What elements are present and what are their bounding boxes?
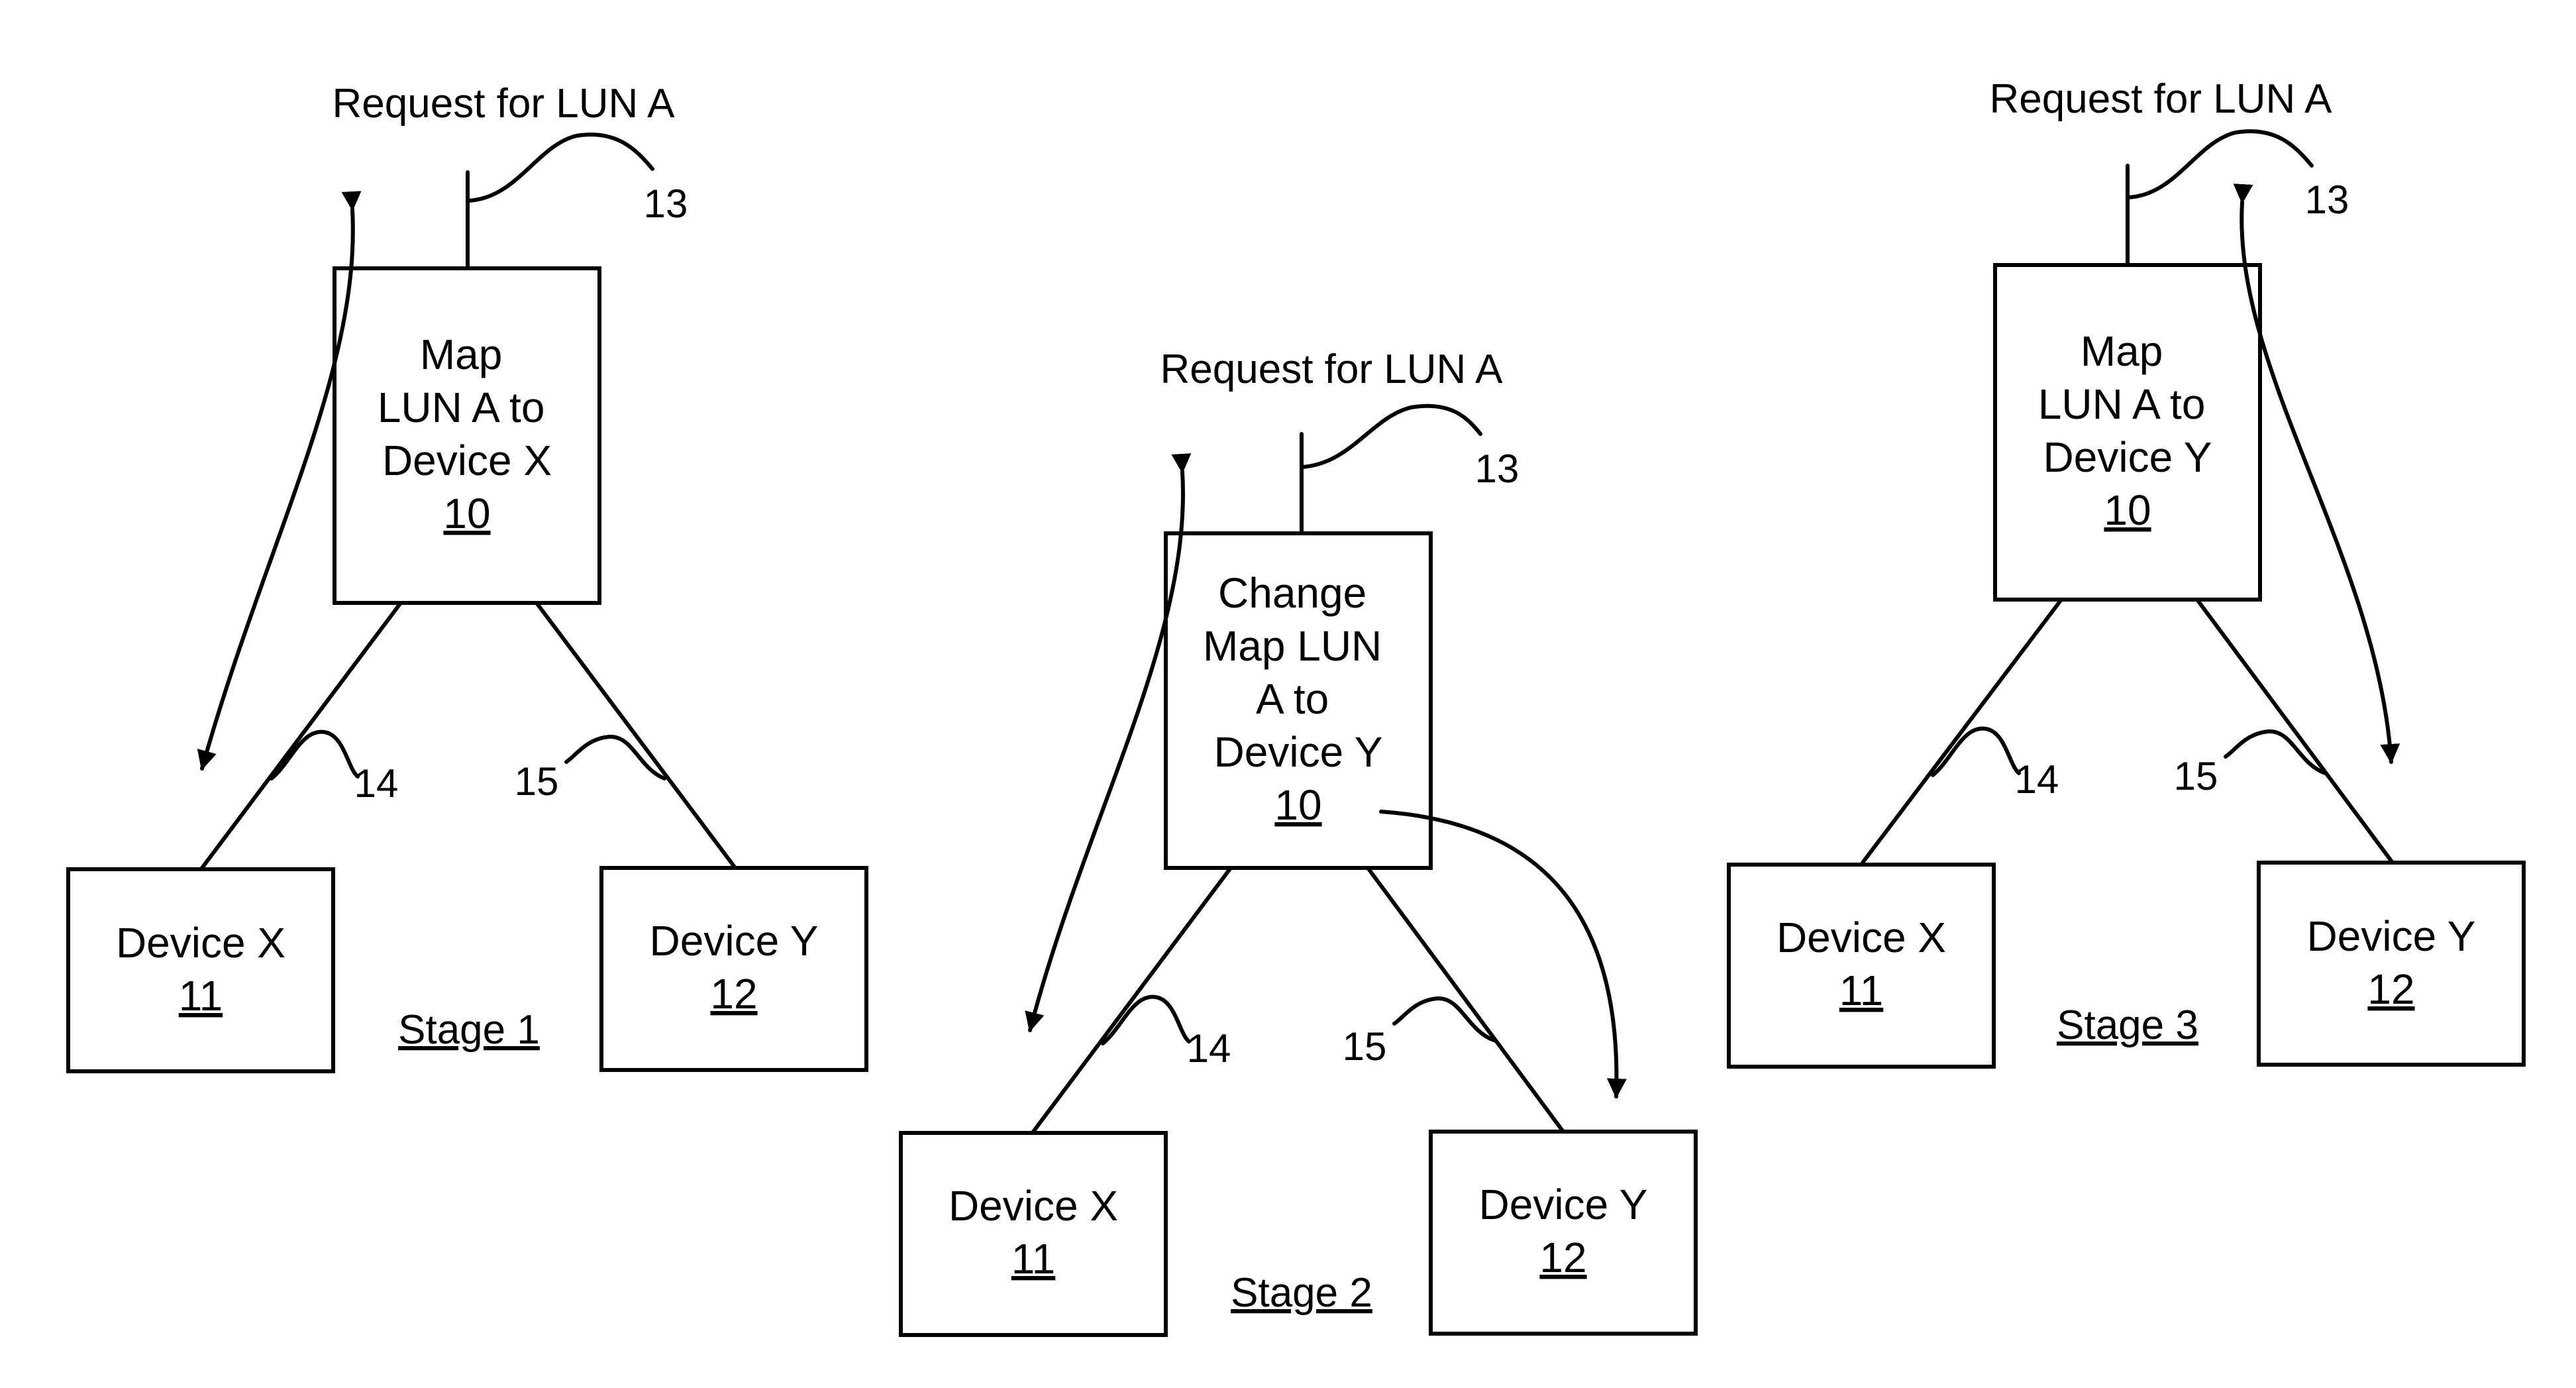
link-right-ref: 15 xyxy=(515,759,559,804)
device-right-box xyxy=(2259,863,2524,1065)
link-right-leader xyxy=(566,737,664,778)
link-left-ref: 14 xyxy=(1187,1026,1231,1071)
request-label: Request for LUN A xyxy=(333,81,676,127)
request-label: Request for LUN A xyxy=(1990,76,2333,122)
flow-arrow xyxy=(2241,202,2391,762)
device-left-label: Device X xyxy=(116,919,285,967)
device-left-label: Device X xyxy=(949,1182,1118,1230)
flow-arrow xyxy=(202,209,353,769)
device-left-box xyxy=(1729,865,1994,1067)
request-leader xyxy=(1302,406,1480,467)
link-right xyxy=(1368,868,1563,1132)
device-right-label: Device Y xyxy=(2307,912,2476,960)
device-left-label: Device X xyxy=(1777,914,1946,961)
stage-label: Stage 1 xyxy=(398,1007,540,1053)
device-left-ref: 11 xyxy=(179,972,223,1020)
device-left-box xyxy=(901,1133,1166,1335)
link-right-ref: 15 xyxy=(2174,754,2218,798)
link-left-ref: 14 xyxy=(2015,757,2059,802)
device-left-ref: 11 xyxy=(1011,1235,1055,1283)
device-right-ref: 12 xyxy=(2367,965,2414,1013)
device-right-box xyxy=(1431,1132,1696,1334)
link-left xyxy=(1863,600,2061,863)
controller-box xyxy=(335,268,599,603)
device-left-box xyxy=(68,869,333,1071)
link-right xyxy=(537,603,735,868)
controller-box xyxy=(1995,265,2260,600)
stage-3: Request for LUN A 13 Map LUN A to Device… xyxy=(1729,76,2524,1067)
stage-label: Stage 3 xyxy=(2057,1002,2198,1048)
device-right-ref: 12 xyxy=(1539,1234,1586,1281)
request-leader xyxy=(2128,131,2312,197)
stage-label: Stage 2 xyxy=(1231,1270,1372,1316)
request-label: Request for LUN A xyxy=(1160,347,1504,392)
device-right-box xyxy=(601,868,866,1070)
link-left xyxy=(1033,868,1231,1132)
flow-arrow-left xyxy=(1030,472,1183,1030)
controller-ref: 10 xyxy=(2104,486,2151,534)
request-leader xyxy=(468,134,652,201)
controller-ref: 10 xyxy=(1274,781,1321,829)
request-ref: 13 xyxy=(644,182,688,226)
stage-1: Request for LUN A 13 Map LUN A to Device… xyxy=(68,81,866,1071)
device-right-label: Device Y xyxy=(1479,1181,1648,1228)
link-left xyxy=(202,603,401,868)
device-right-ref: 12 xyxy=(710,970,757,1018)
request-ref: 13 xyxy=(2305,178,2349,222)
device-right-label: Device Y xyxy=(650,917,819,965)
controller-ref: 10 xyxy=(443,490,490,537)
link-left-ref: 14 xyxy=(354,761,399,806)
request-ref: 13 xyxy=(1475,447,1520,491)
device-left-ref: 11 xyxy=(1839,967,1883,1014)
link-right-ref: 15 xyxy=(1343,1024,1387,1069)
stage-2: Request for LUN A 13 Change Map LUN A to… xyxy=(901,347,1696,1335)
link-right xyxy=(2197,600,2393,863)
